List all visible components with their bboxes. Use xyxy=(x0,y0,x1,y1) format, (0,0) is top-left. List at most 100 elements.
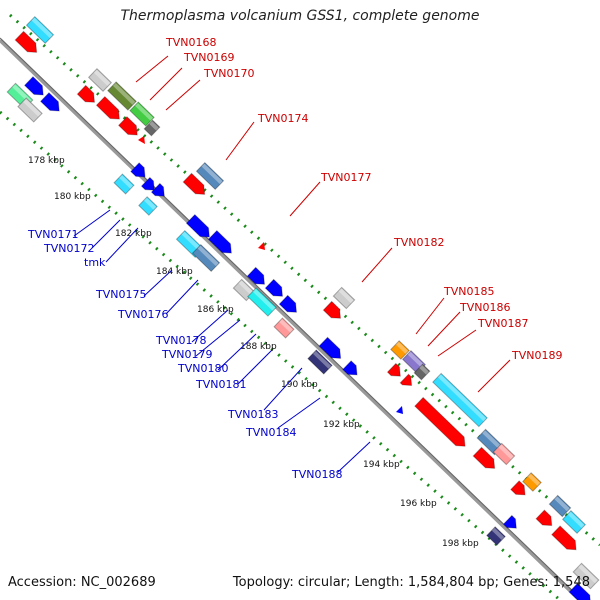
gene-label-tvn0181: TVN0181 xyxy=(195,378,246,391)
gene-35 xyxy=(390,340,410,360)
gene-26 xyxy=(278,294,298,313)
leader-line xyxy=(237,349,273,385)
marker-red-2 xyxy=(258,242,265,250)
gene-2 xyxy=(87,68,113,92)
kbp-label: 180 kbp xyxy=(54,192,91,202)
kbp-label: 186 kbp xyxy=(197,305,234,315)
marker-red-1 xyxy=(138,136,145,144)
kbp-label: 196 kbp xyxy=(400,499,437,509)
gene-4 xyxy=(129,101,155,127)
kbp-label: 194 kbp xyxy=(363,460,400,470)
gene-label-tvn0179: TVN0179 xyxy=(161,348,212,361)
leader-line xyxy=(263,367,303,411)
leader-line xyxy=(277,397,321,429)
gene-21 xyxy=(207,229,232,254)
gene-label-tvn0188: TVN0188 xyxy=(291,468,342,481)
gene-label-tvn0174: TVN0174 xyxy=(257,112,308,125)
gene-40 xyxy=(432,372,488,428)
gene-29 xyxy=(273,317,295,339)
gene-41 xyxy=(414,396,466,447)
gene-23 xyxy=(191,243,221,273)
gene-3 xyxy=(107,81,137,111)
gene-label-tvn0169: TVN0169 xyxy=(183,51,234,64)
leader-line xyxy=(217,333,257,371)
gene-53 xyxy=(572,562,600,590)
leader-line xyxy=(91,219,121,249)
leader-line xyxy=(135,55,169,83)
gene-label-tvn0187: TVN0187 xyxy=(477,317,528,330)
gene-25 xyxy=(264,278,284,297)
leader-line xyxy=(437,329,477,357)
gene-label-tvn0182: TVN0182 xyxy=(393,236,444,249)
kbp-label: 190 kbp xyxy=(281,380,318,390)
gene-20 xyxy=(185,213,210,238)
topology-text: Topology: circular; Length: 1,584,804 bp… xyxy=(232,575,590,590)
gene-15 xyxy=(140,176,155,191)
gene-39 xyxy=(413,363,431,381)
leader-line xyxy=(105,227,139,263)
gene-label-tvn0175: TVN0175 xyxy=(95,288,146,301)
tick-dots-lower xyxy=(0,110,561,600)
gene-label-tvn0183: TVN0183 xyxy=(227,408,278,421)
map-title: Thermoplasma volcanium GSS1, complete ge… xyxy=(120,8,480,24)
gene-label-tmk: tmk xyxy=(84,256,106,269)
gene-24 xyxy=(246,266,266,285)
gene-7 xyxy=(117,116,138,136)
gene-label-tvn0189: TVN0189 xyxy=(511,349,562,362)
kbp-label: 178 kbp xyxy=(28,156,65,166)
gene-30 xyxy=(332,286,356,310)
gene-37 xyxy=(386,362,401,377)
gene-label-tvn0176: TVN0176 xyxy=(117,308,168,321)
leader-line xyxy=(427,311,461,347)
gene-label-tvn0186: TVN0186 xyxy=(459,301,510,314)
gene-0 xyxy=(25,15,55,45)
gene-label-tvn0180: TVN0180 xyxy=(177,362,228,375)
leader-line xyxy=(477,359,511,393)
gene-48 xyxy=(561,510,587,534)
leader-line xyxy=(165,279,199,315)
gene-label-tvn0170: TVN0170 xyxy=(203,67,254,80)
gene-14 xyxy=(113,173,135,195)
kbp-label: 192 kbp xyxy=(323,420,360,430)
gene-50 xyxy=(551,525,577,551)
gene-32 xyxy=(318,336,342,359)
leader-line xyxy=(337,441,371,473)
gene-19 xyxy=(182,172,206,195)
gene-label-tvn0171: TVN0171 xyxy=(27,228,78,241)
gene-label-tvn0168: TVN0168 xyxy=(165,36,216,49)
gene-label-tvn0185: TVN0185 xyxy=(443,285,494,298)
leader-line xyxy=(415,297,445,335)
leader-line xyxy=(73,209,111,237)
gene-label-tvn0172: TVN0172 xyxy=(43,242,94,255)
gene-51 xyxy=(502,514,517,529)
gene-11 xyxy=(23,76,44,96)
gene-label-tvn0177: TVN0177 xyxy=(320,171,371,184)
gene-33 xyxy=(307,349,333,375)
gene-28 xyxy=(247,287,277,317)
leader-line xyxy=(143,269,173,297)
kbp-label: 188 kbp xyxy=(240,342,277,352)
gene-49 xyxy=(535,509,553,527)
gene-label-tvn0184: TVN0184 xyxy=(245,426,296,439)
gene-18 xyxy=(195,161,225,191)
gene-54 xyxy=(568,582,592,600)
gene-17 xyxy=(138,196,158,216)
leader-line xyxy=(361,247,393,283)
leader-line xyxy=(195,319,241,357)
marker-blue-1 xyxy=(396,406,403,414)
gene-52 xyxy=(486,526,506,546)
gene-31 xyxy=(322,300,342,319)
gene-47 xyxy=(548,494,572,518)
leader-line xyxy=(165,79,201,111)
gene-8 xyxy=(143,119,161,137)
gene-1 xyxy=(14,30,38,53)
leader-line xyxy=(191,309,229,343)
kbp-label: 198 kbp xyxy=(442,539,479,549)
accession-text: Accession: NC_002689 xyxy=(8,575,156,590)
gene-44 xyxy=(472,446,496,469)
leader-line xyxy=(289,181,321,217)
gene-46 xyxy=(522,472,542,492)
gene-43 xyxy=(492,442,516,466)
gene-45 xyxy=(510,480,526,496)
